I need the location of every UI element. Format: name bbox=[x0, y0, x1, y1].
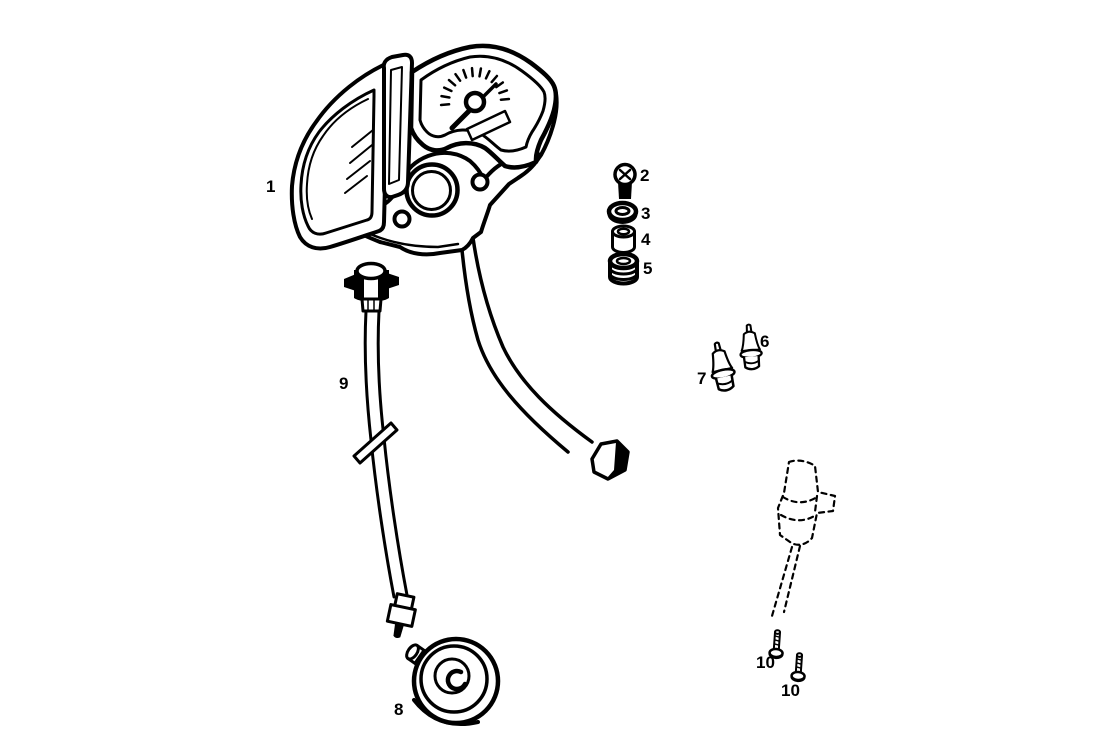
callout-5: 5 bbox=[643, 259, 652, 278]
cable-upper-connector bbox=[355, 261, 387, 281]
drive-inner-crescent bbox=[445, 668, 468, 692]
grommet-5-icon bbox=[607, 251, 640, 286]
ghost-reference-part bbox=[770, 459, 837, 618]
callout-7: 7 bbox=[697, 369, 706, 388]
screw-10a-icon bbox=[768, 629, 784, 660]
callout-3: 3 bbox=[641, 204, 650, 223]
speedo-needle bbox=[449, 106, 474, 131]
callout-6: 6 bbox=[760, 332, 769, 351]
callout-9: 9 bbox=[339, 374, 348, 393]
cluster-cable bbox=[460, 236, 630, 481]
bracket-screw-hole-right bbox=[470, 172, 490, 192]
bracket-screw-hole-left bbox=[392, 209, 412, 229]
bulb-7-icon bbox=[710, 341, 736, 392]
panel-hatch-lines bbox=[344, 129, 374, 194]
washer-3-icon bbox=[606, 200, 639, 224]
callout-2: 2 bbox=[640, 166, 649, 185]
screw-2-icon bbox=[613, 162, 637, 199]
callout-10b: 10 bbox=[781, 681, 800, 700]
divider-bar bbox=[381, 52, 414, 200]
odometer-window bbox=[465, 109, 512, 142]
callout-4: 4 bbox=[641, 230, 651, 249]
speedo-hub bbox=[463, 90, 487, 114]
fastener-stack bbox=[606, 162, 640, 286]
left-display-panel bbox=[289, 60, 393, 251]
callout-labels: 1 2 3 4 5 6 7 8 9 10 10 bbox=[266, 166, 800, 719]
speedometer-drive-icon bbox=[405, 636, 501, 727]
spacer-4-icon bbox=[611, 224, 636, 254]
screw-10b-icon bbox=[790, 652, 806, 683]
cable-clamp-band bbox=[352, 421, 399, 465]
screws-10-group bbox=[768, 629, 806, 683]
speedometer-gauge bbox=[408, 43, 559, 170]
bulbs-group bbox=[710, 323, 763, 392]
speedometer-cable-icon bbox=[344, 261, 417, 638]
callout-10a: 10 bbox=[756, 653, 775, 672]
instrument-cluster-icon bbox=[289, 43, 630, 481]
cable-lower-ferrule bbox=[385, 592, 417, 638]
callout-8: 8 bbox=[394, 700, 403, 719]
bulb-6-icon bbox=[739, 323, 763, 371]
callout-1: 1 bbox=[266, 177, 275, 196]
speedo-tick-marks bbox=[439, 66, 511, 107]
